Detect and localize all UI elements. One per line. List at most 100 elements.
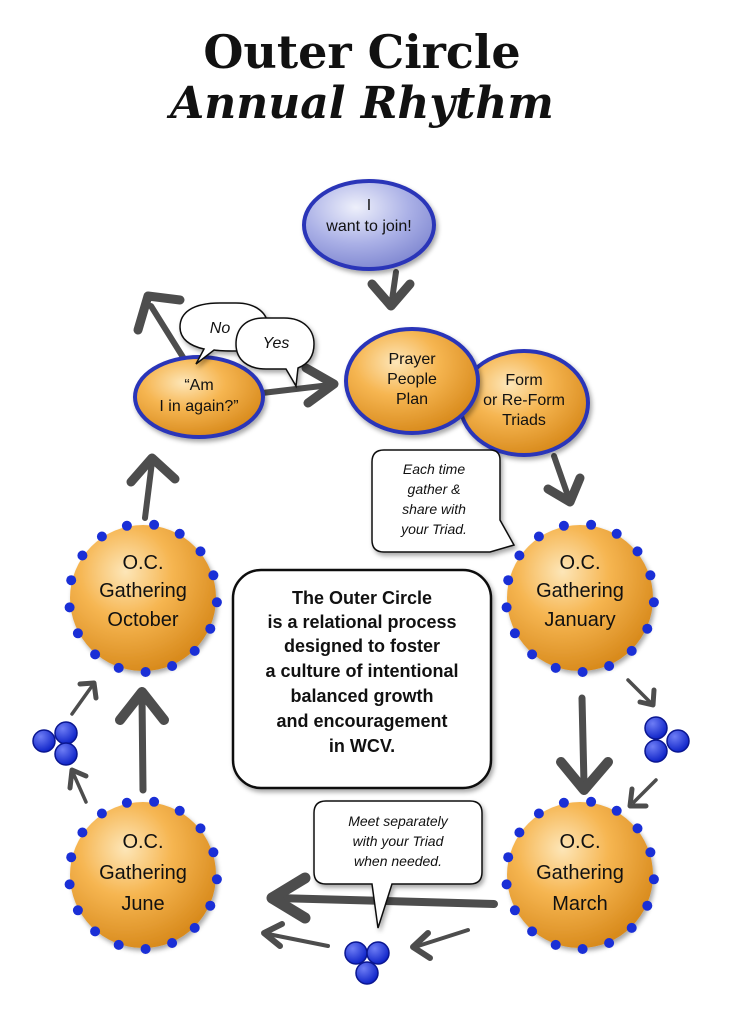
blue-dot: [577, 944, 588, 954]
blue-dot: [514, 827, 525, 838]
arrow-join-to-prayer: [367, 269, 415, 311]
blue-dot: [509, 628, 520, 639]
gather-line-2: gather &: [408, 481, 461, 497]
blue-dot: [66, 575, 77, 586]
blue-dot: [64, 602, 75, 613]
arrow-october-to-again: [126, 453, 180, 521]
blue-dot: [64, 879, 75, 890]
node-october[interactable]: [70, 525, 216, 671]
blue-dot: [174, 805, 185, 816]
title-line-1: Outer Circle: [203, 25, 520, 79]
center-box: [231, 568, 493, 790]
arrow-again-out: [133, 291, 189, 365]
blue-dot: [586, 796, 597, 807]
blue-dot: [501, 602, 512, 613]
node-join[interactable]: [302, 179, 436, 271]
blue-dot: [208, 847, 219, 858]
blue-dot: [113, 662, 124, 673]
blue-dot: [66, 852, 77, 863]
march-line-1: O.C.: [559, 831, 600, 853]
october-line-1: O.C.: [122, 552, 163, 574]
triads-line-1: Form: [505, 372, 542, 389]
june-line-3: June: [121, 893, 164, 915]
node-prayer[interactable]: [344, 327, 480, 435]
blue-dot: [90, 649, 101, 660]
arrow-june-to-october: [115, 687, 169, 794]
march-line-3: March: [552, 893, 608, 915]
arrow-january-to-triad: [626, 678, 657, 708]
blue-dot: [550, 662, 561, 673]
again-line-2: I in again?”: [159, 398, 238, 415]
blue-dot: [121, 520, 132, 531]
join-line-2: want to join!: [325, 218, 411, 235]
blue-dot: [604, 661, 615, 671]
node-again[interactable]: [133, 355, 265, 439]
arrow-triad-to-june: [261, 921, 330, 949]
blue-dot: [642, 900, 653, 911]
january-line-3: January: [544, 609, 615, 631]
prayer-line-1: Prayer: [388, 351, 436, 368]
again-line-1: “Am: [184, 377, 213, 394]
blue-dot: [501, 879, 512, 890]
arrow-june-to-triad: [67, 767, 89, 804]
center-line-7: in WCV.: [329, 736, 395, 756]
blue-dot: [90, 926, 101, 937]
october-line-3: October: [107, 609, 178, 631]
blue-dot: [113, 939, 124, 950]
january-line-1: O.C.: [559, 552, 600, 574]
blue-dot: [208, 570, 219, 581]
node-january[interactable]: [507, 525, 653, 671]
blue-dot: [167, 938, 178, 948]
arrow-again-to-prayer: [259, 363, 339, 408]
blue-dot: [77, 827, 88, 838]
meet-line-3: when needed.: [354, 853, 442, 869]
title-line-2: Annual Rhythm: [166, 78, 554, 129]
blue-dot: [195, 546, 206, 557]
blue-dot: [632, 823, 643, 834]
blue-dot: [626, 922, 637, 933]
blue-dot: [645, 570, 656, 581]
node-june[interactable]: [70, 802, 216, 948]
meet-line-1: Meet separately: [348, 813, 449, 829]
june-line-2: Gathering: [99, 862, 187, 884]
blue-dot: [149, 796, 160, 807]
blue-dot: [509, 905, 520, 916]
blue-dot: [77, 550, 88, 561]
center-line-3: designed to foster: [284, 636, 440, 656]
arrow-triads-to-january: [543, 453, 585, 507]
join-line-1: I: [367, 197, 371, 214]
march-line-2: Gathering: [536, 862, 624, 884]
blue-dot: [645, 847, 656, 858]
blue-dot: [140, 667, 151, 677]
blue-dot: [558, 797, 569, 808]
blue-dot: [205, 623, 216, 634]
january-dots: [501, 519, 659, 677]
blue-dot: [72, 905, 83, 916]
blue-dot: [140, 944, 151, 954]
triads-line-2: or Re-Form: [483, 392, 565, 409]
prayer-line-3: Plan: [396, 391, 428, 408]
bubble-yes: [235, 317, 315, 389]
blue-dot: [626, 645, 637, 656]
blue-dot: [514, 550, 525, 561]
blue-dot: [611, 805, 622, 816]
center-line-2: is a relational process: [267, 612, 456, 632]
blue-dot: [121, 797, 132, 808]
blue-dot: [533, 531, 544, 542]
arrow-triad-to-march: [627, 778, 658, 809]
blue-dot: [604, 938, 615, 948]
center-line-1: The Outer Circle: [292, 588, 432, 608]
node-march[interactable]: [507, 802, 653, 948]
triads-line-3: Triads: [502, 412, 546, 429]
center-line-4: a culture of intentional: [265, 661, 458, 681]
blue-dot: [195, 823, 206, 834]
blue-dot: [211, 874, 222, 885]
blue-dot: [642, 623, 653, 634]
june-dots: [64, 796, 222, 954]
blue-dot: [586, 519, 597, 530]
blue-dot: [503, 575, 514, 586]
arrow-triad-to-october: [70, 680, 99, 716]
blue-dot: [189, 645, 200, 656]
january-line-2: Gathering: [536, 580, 624, 602]
june-line-1: O.C.: [122, 831, 163, 853]
